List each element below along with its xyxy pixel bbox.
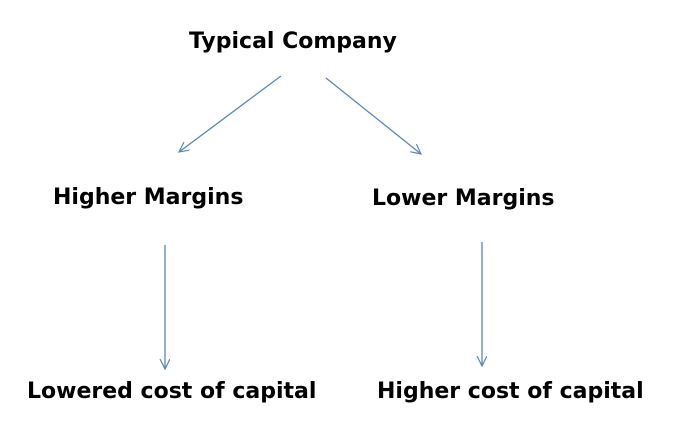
arrow-top-to-right — [325, 77, 421, 154]
node-lowered-cost-of-capital: Lowered cost of capital — [27, 379, 317, 404]
arrow-top-to-left — [179, 75, 282, 152]
node-typical-company: Typical Company — [189, 29, 397, 54]
node-higher-margins: Higher Margins — [53, 185, 244, 210]
node-higher-cost-of-capital: Higher cost of capital — [377, 379, 644, 404]
node-lower-margins: Lower Margins — [372, 186, 555, 211]
